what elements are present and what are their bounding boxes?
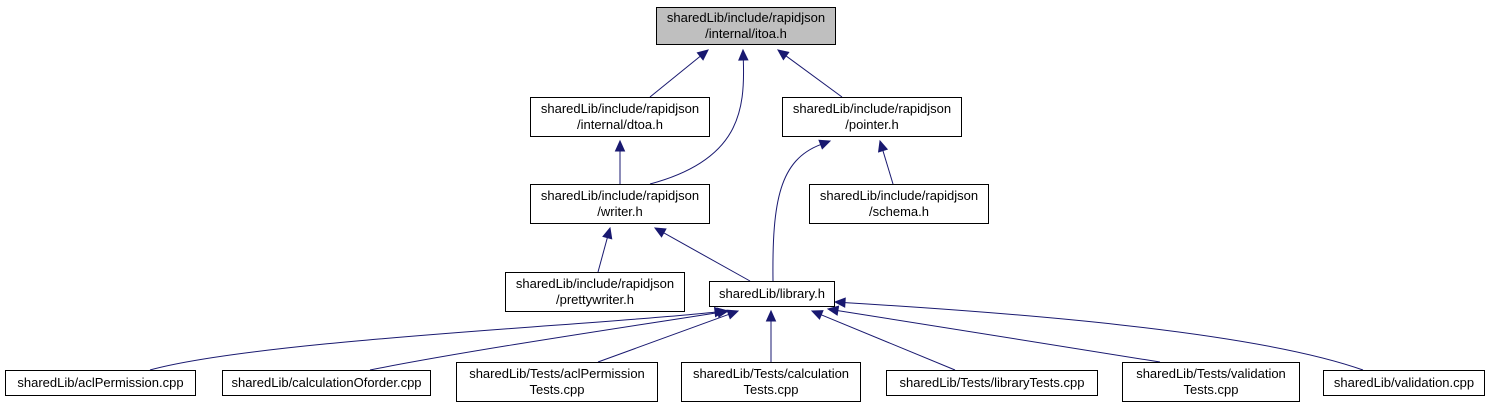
node-label: sharedLib/validation.cpp xyxy=(1333,375,1475,390)
node-writer-h[interactable]: sharedLib/include/rapidjson /writer.h xyxy=(530,184,710,224)
node-label: /internal/dtoa.h xyxy=(576,117,663,132)
arrowhead-pointer-to-itoa xyxy=(777,49,790,61)
node-itoa-h: sharedLib/include/rapidjson /internal/it… xyxy=(656,7,836,45)
node-dtoa-h[interactable]: sharedLib/include/rapidjson /internal/dt… xyxy=(530,97,710,137)
edge-aclPermission-to-library xyxy=(149,311,716,371)
arrowhead-schema-to-pointer xyxy=(877,139,889,153)
edge-schema-to-pointer xyxy=(882,150,894,185)
edge-library-to-pointer xyxy=(772,144,821,282)
edge-libraryTests-to-library xyxy=(821,314,956,371)
edge-pointer-to-itoa xyxy=(785,55,843,98)
arrowhead-calculationOforder-to-library xyxy=(716,307,730,318)
node-calculationoforder-cpp[interactable]: sharedLib/calculationOforder.cpp xyxy=(222,370,431,396)
node-label: sharedLib/include/rapidjson xyxy=(540,101,700,116)
node-label: sharedLib/library.h xyxy=(719,286,825,301)
node-librarytests-cpp[interactable]: sharedLib/Tests/libraryTests.cpp xyxy=(886,370,1098,396)
node-label: Tests.cpp xyxy=(1183,382,1239,397)
edge-dtoa-to-itoa xyxy=(649,55,701,98)
edge-prettywriter-to-writer xyxy=(597,237,608,273)
edge-writer-to-itoa xyxy=(649,59,745,185)
node-label: /writer.h xyxy=(597,204,643,219)
arrowhead-dtoa-to-itoa xyxy=(696,49,709,61)
node-aclpermission-tests-cpp[interactable]: sharedLib/Tests/aclPermission Tests.cpp xyxy=(456,362,658,402)
edge-library-to-writer xyxy=(663,232,751,282)
node-label: sharedLib/include/rapidjson xyxy=(540,188,700,203)
arrowhead-library-to-writer xyxy=(653,227,667,238)
node-label: sharedLib/calculationOforder.cpp xyxy=(231,375,422,390)
node-label: sharedLib/Tests/calculation xyxy=(692,366,850,381)
node-label: sharedLib/Tests/libraryTests.cpp xyxy=(899,375,1085,390)
node-label: /pointer.h xyxy=(845,117,899,132)
node-validation-tests-cpp[interactable]: sharedLib/Tests/validation Tests.cpp xyxy=(1122,362,1300,402)
edge-validation-to-library xyxy=(844,302,1364,371)
node-label: sharedLib/Tests/aclPermission xyxy=(469,366,645,381)
arrowhead-validationTests-to-library xyxy=(826,305,840,316)
arrowhead-prettywriter-to-writer xyxy=(602,226,613,240)
node-label: sharedLib/Tests/validation xyxy=(1136,366,1286,381)
node-label: Tests.cpp xyxy=(743,382,799,397)
node-label: /schema.h xyxy=(869,204,929,219)
node-library-h[interactable]: sharedLib/library.h xyxy=(709,281,835,307)
node-label: sharedLib/include/rapidjson xyxy=(666,10,826,25)
node-label: /prettywriter.h xyxy=(555,292,635,307)
edge-calculationOforder-to-library xyxy=(369,312,719,371)
edge-validationTests-to-library xyxy=(837,310,1161,363)
node-validation-cpp[interactable]: sharedLib/validation.cpp xyxy=(1323,370,1485,396)
node-label: sharedLib/include/rapidjson xyxy=(792,101,952,116)
arrowhead-writer-to-itoa xyxy=(738,48,749,61)
arrowhead-validation-to-library xyxy=(833,297,846,308)
node-calculation-tests-cpp[interactable]: sharedLib/Tests/calculation Tests.cpp xyxy=(681,362,861,402)
node-aclpermission-cpp[interactable]: sharedLib/aclPermission.cpp xyxy=(5,370,196,396)
node-label: sharedLib/include/rapidjson xyxy=(819,188,979,203)
node-label: sharedLib/aclPermission.cpp xyxy=(17,375,184,390)
arrowhead-writer-to-dtoa xyxy=(614,139,626,152)
node-label: sharedLib/include/rapidjson xyxy=(515,276,675,291)
node-prettywriter-h[interactable]: sharedLib/include/rapidjson /prettywrite… xyxy=(505,272,685,312)
arrowhead-libraryTests-to-library xyxy=(810,310,824,320)
arrowhead-calculationTests-to-library xyxy=(765,309,777,322)
arrowhead-library-to-pointer xyxy=(818,139,832,150)
node-pointer-h[interactable]: sharedLib/include/rapidjson /pointer.h xyxy=(782,97,962,137)
edge-aclPermissionTests-to-library xyxy=(597,313,729,363)
arrowhead-aclPermissionTests-to-library xyxy=(726,309,740,320)
node-label: /internal/itoa.h xyxy=(705,26,787,41)
node-label: Tests.cpp xyxy=(529,382,585,397)
node-schema-h[interactable]: sharedLib/include/rapidjson /schema.h xyxy=(809,184,989,224)
